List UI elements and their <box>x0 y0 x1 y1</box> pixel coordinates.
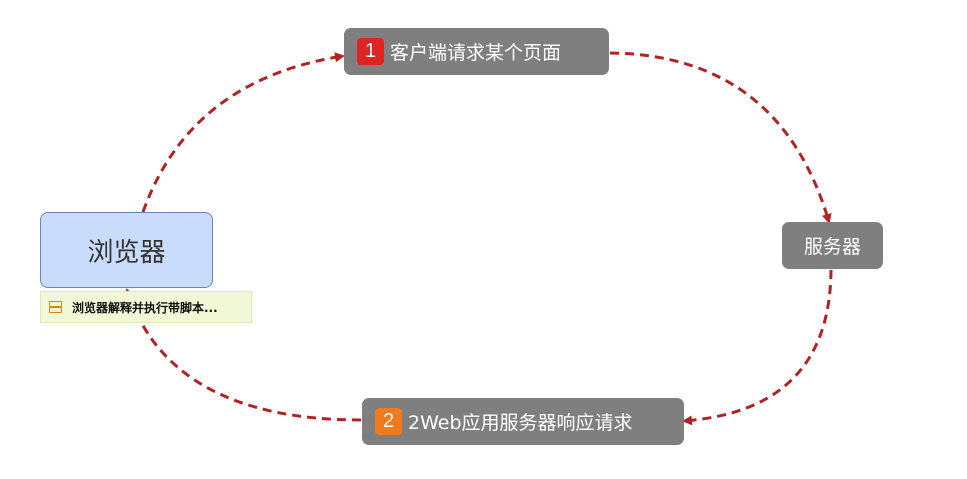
browser-note-text: 浏览器解释并执行带脚本... <box>72 300 218 315</box>
step-response-node[interactable]: 2 2Web应用服务器响应请求 <box>362 398 684 445</box>
step-response-label: 2Web应用服务器响应请求 <box>408 412 633 434</box>
browser-node[interactable]: 浏览器 <box>40 212 213 288</box>
arrow-browser-to-request <box>141 52 345 213</box>
browser-node-label: 浏览器 <box>87 237 166 268</box>
server-node[interactable]: 服务器 <box>782 222 883 269</box>
step-request-label: 客户端请求某个页面 <box>390 42 562 64</box>
server-node-label: 服务器 <box>803 236 861 258</box>
step-number-badge: 2 <box>375 408 402 435</box>
arrow-server-to-response <box>682 269 833 426</box>
browser-note[interactable]: 浏览器解释并执行带脚本... <box>40 291 252 323</box>
arrow-request-to-server <box>609 51 832 224</box>
step-number-badge: 1 <box>357 38 384 65</box>
step-request-node[interactable]: 1 客户端请求某个页面 <box>344 28 609 75</box>
arrow-response-to-browser <box>124 288 362 422</box>
list-icon <box>49 301 62 313</box>
